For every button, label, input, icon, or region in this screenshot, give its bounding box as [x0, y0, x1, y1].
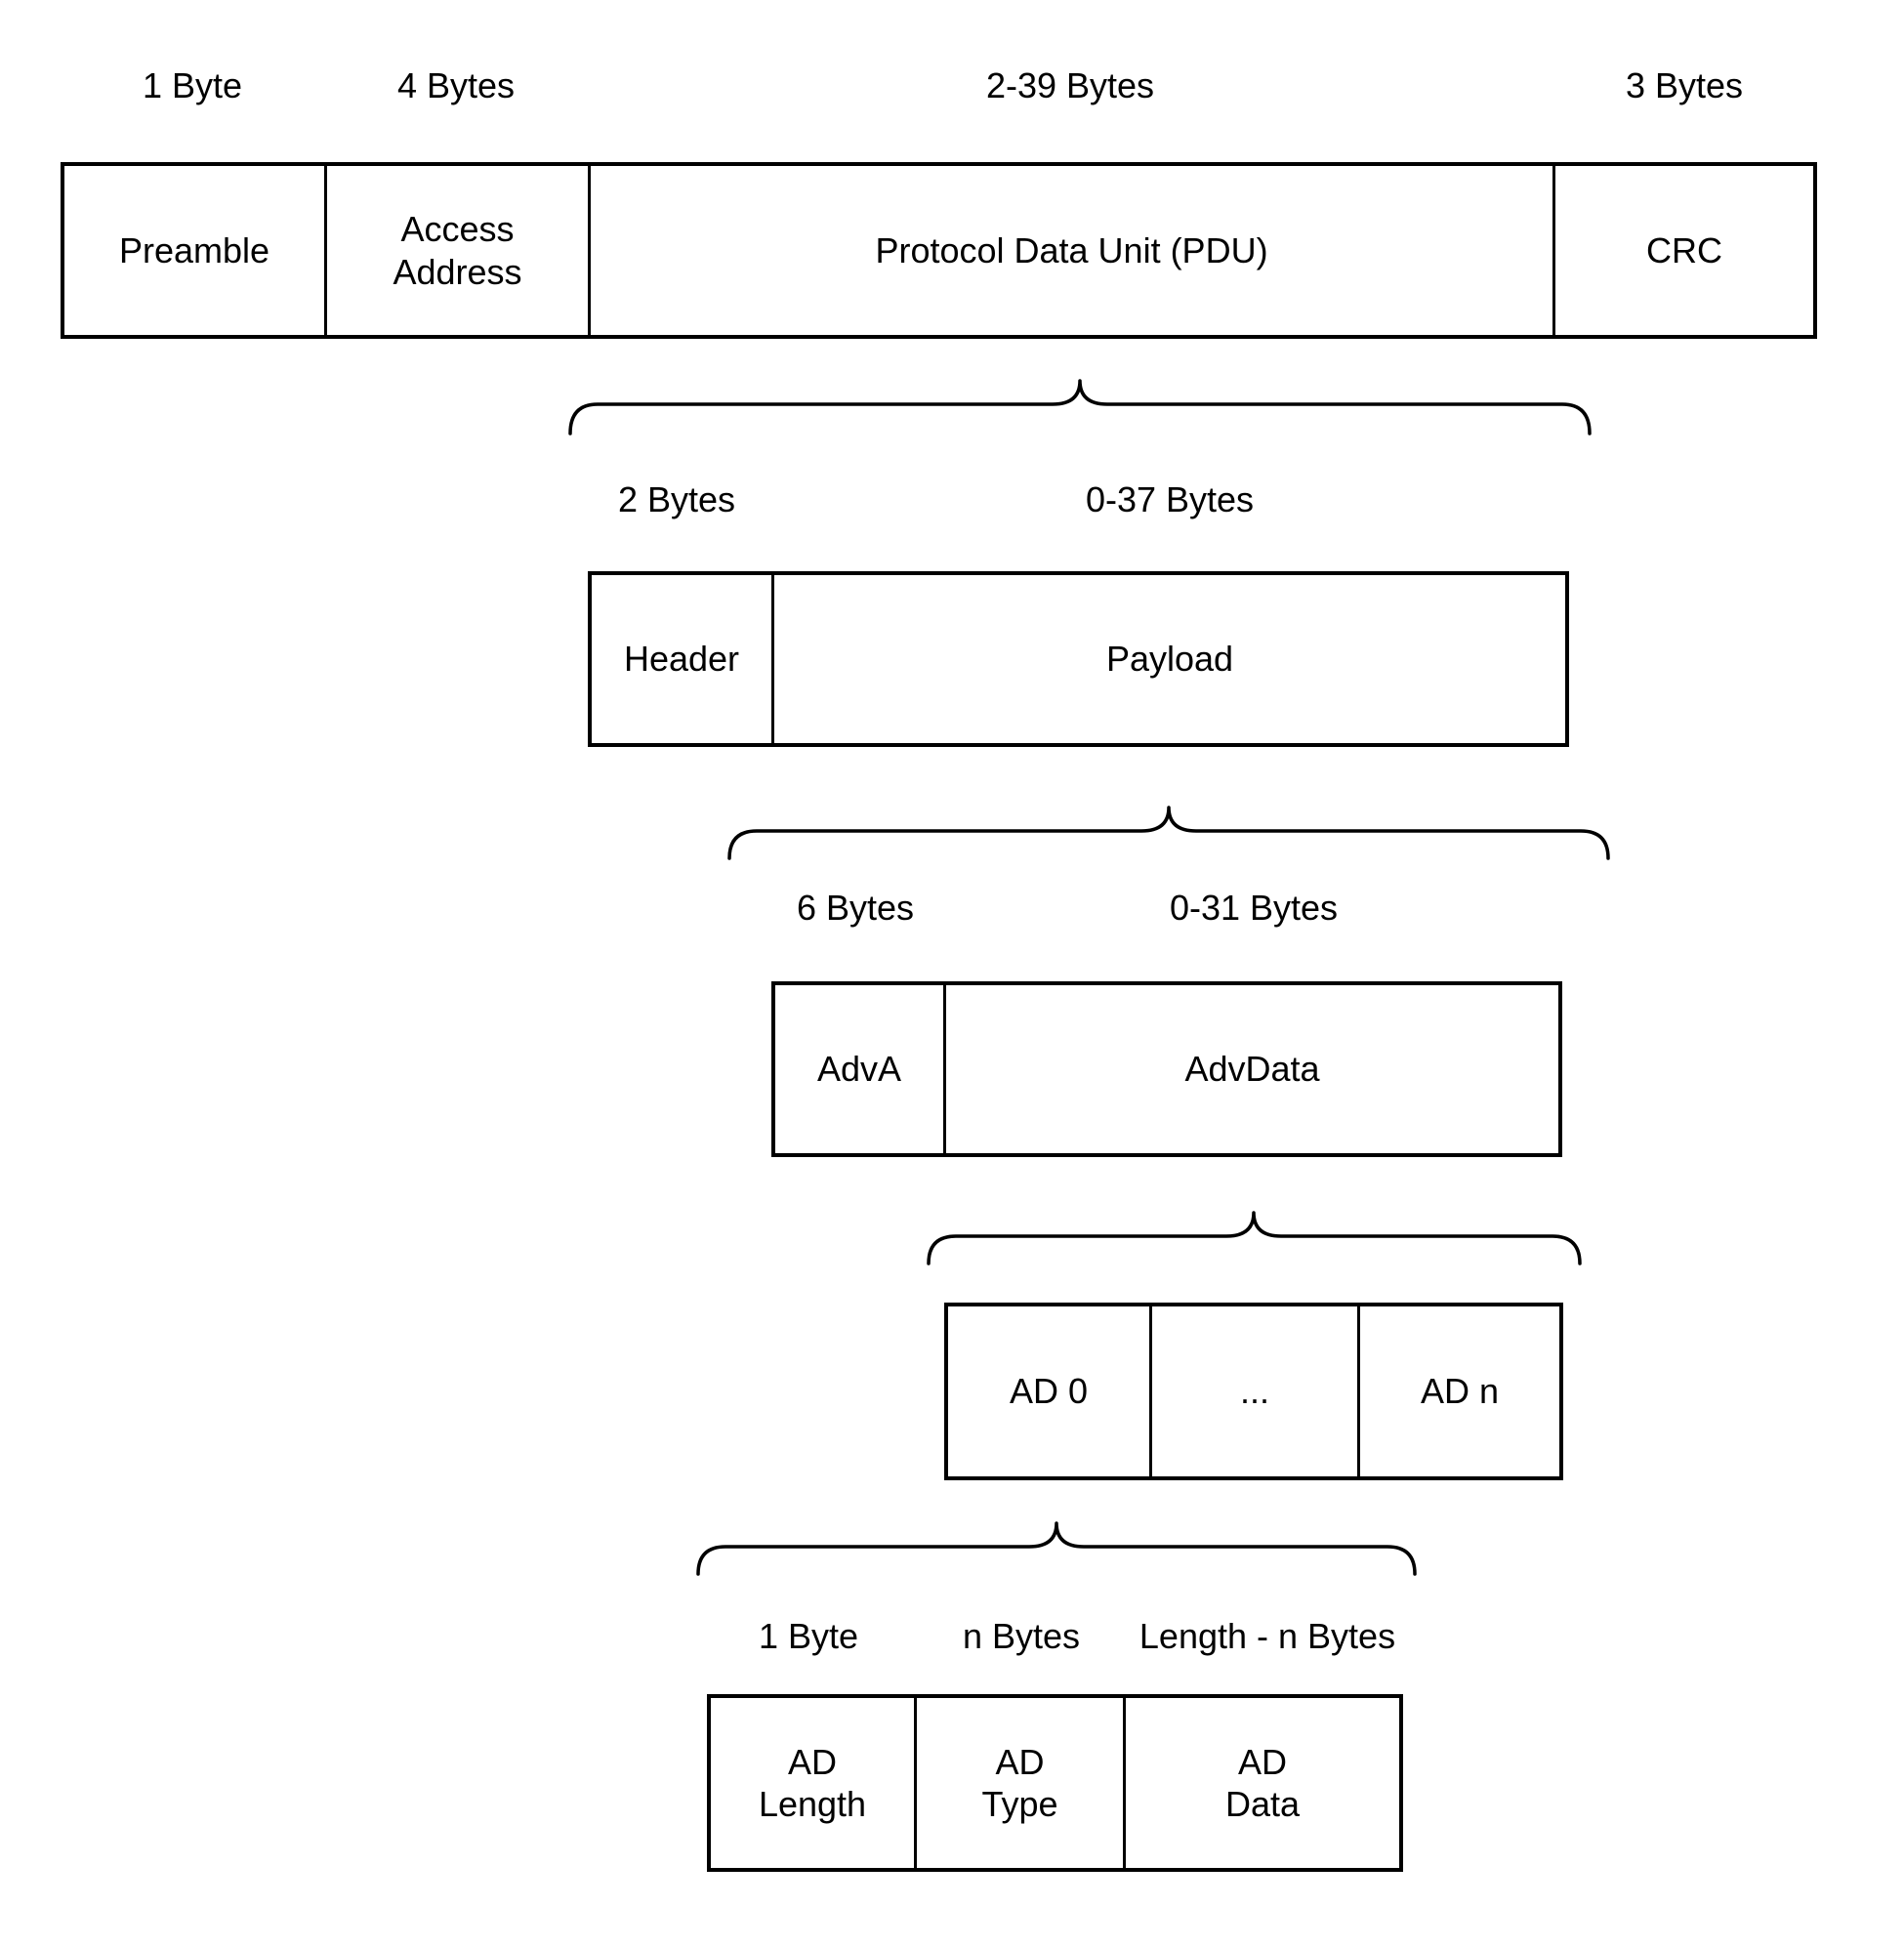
- cell-ad-length: AD Length: [758, 1741, 867, 1824]
- cell-ad-0: AD 0: [1009, 1371, 1089, 1412]
- cell-payload: Payload: [771, 575, 1565, 743]
- cell-ad-ellipsis: ...: [1149, 1306, 1357, 1476]
- cell-crc: CRC: [1552, 166, 1813, 335]
- size-label-ad-type: n Bytes: [962, 1616, 1081, 1656]
- size-label-payload: 0-37 Bytes: [1085, 479, 1255, 519]
- packet-box: Preamble Access Address Protocol Data Un…: [61, 162, 1817, 339]
- size-label-pdu: 2-39 Bytes: [985, 65, 1155, 105]
- size-label-advdata: 0-31 Bytes: [1169, 888, 1339, 928]
- size-label-ad-length: 1 Byte: [758, 1616, 859, 1656]
- cell-header: Header: [623, 639, 740, 680]
- cell-access-address: Access Address: [324, 166, 588, 335]
- cell-ad-data: AD Data: [1123, 1698, 1399, 1868]
- brace-ad-expansion: [696, 1521, 1417, 1576]
- size-label-access-address: 4 Bytes: [396, 65, 516, 105]
- cell-adva: AdvA: [816, 1049, 902, 1090]
- brace-payload-expansion: [727, 806, 1610, 860]
- size-label-adva: 6 Bytes: [796, 888, 915, 928]
- advdata-box: AD 0 ... AD n: [944, 1303, 1563, 1480]
- cell-pdu: Protocol Data Unit (PDU): [588, 166, 1552, 335]
- size-label-crc: 3 Bytes: [1625, 65, 1744, 105]
- brace-advdata-expansion: [927, 1211, 1582, 1265]
- size-label-header: 2 Bytes: [617, 479, 736, 519]
- cell-advdata: AdvData: [943, 985, 1558, 1153]
- payload-box: AdvA AdvData: [771, 981, 1562, 1157]
- brace-pdu-expansion: [568, 379, 1592, 435]
- size-label-ad-data: Length - n Bytes: [1138, 1616, 1396, 1656]
- pdu-box: Header Payload: [588, 571, 1569, 747]
- cell-ad-n: AD n: [1357, 1306, 1559, 1476]
- ad-structure-box: AD Length AD Type AD Data: [707, 1694, 1403, 1872]
- cell-ad-type: AD Type: [914, 1698, 1123, 1868]
- size-label-preamble: 1 Byte: [142, 65, 243, 105]
- cell-preamble: Preamble: [118, 229, 270, 270]
